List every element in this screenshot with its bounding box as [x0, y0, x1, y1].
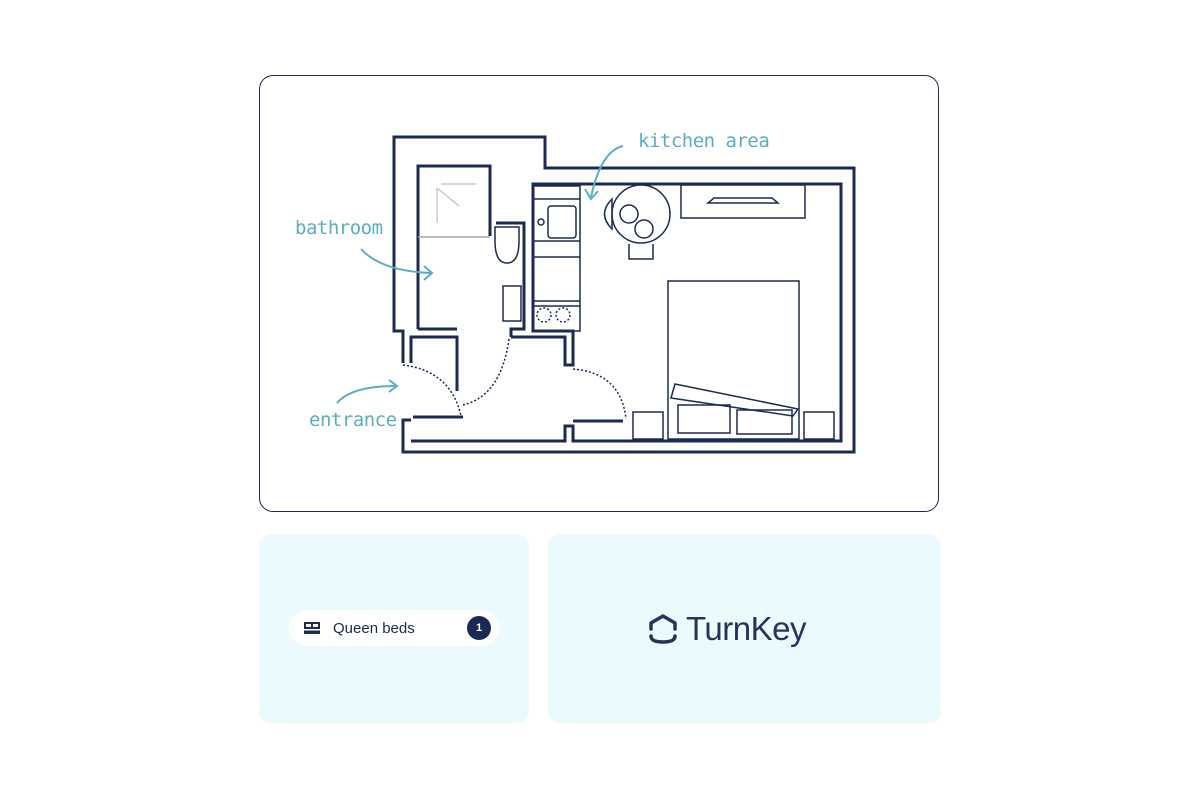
- bathroom-label: bathroom: [295, 217, 383, 239]
- amenity-chip-queen-beds: Queen beds 1: [289, 610, 499, 646]
- amenities-card: Queen beds 1: [259, 534, 529, 723]
- amenity-label: Queen beds: [333, 619, 415, 637]
- floor-plan-card: kitchen area bathroom entrance: [259, 75, 939, 512]
- entrance-label: entrance: [309, 409, 397, 431]
- turnkey-logo: TurnKey: [648, 610, 807, 648]
- amenity-count-badge: 1: [467, 616, 491, 640]
- floor-plan-drawing: [336, 135, 856, 454]
- brand-name: TurnKey: [686, 610, 807, 647]
- kitchen-area-label: kitchen area: [638, 130, 770, 152]
- house-logo-icon: [649, 614, 677, 644]
- brand-card: TurnKey: [548, 534, 941, 723]
- bed-icon: [304, 622, 320, 634]
